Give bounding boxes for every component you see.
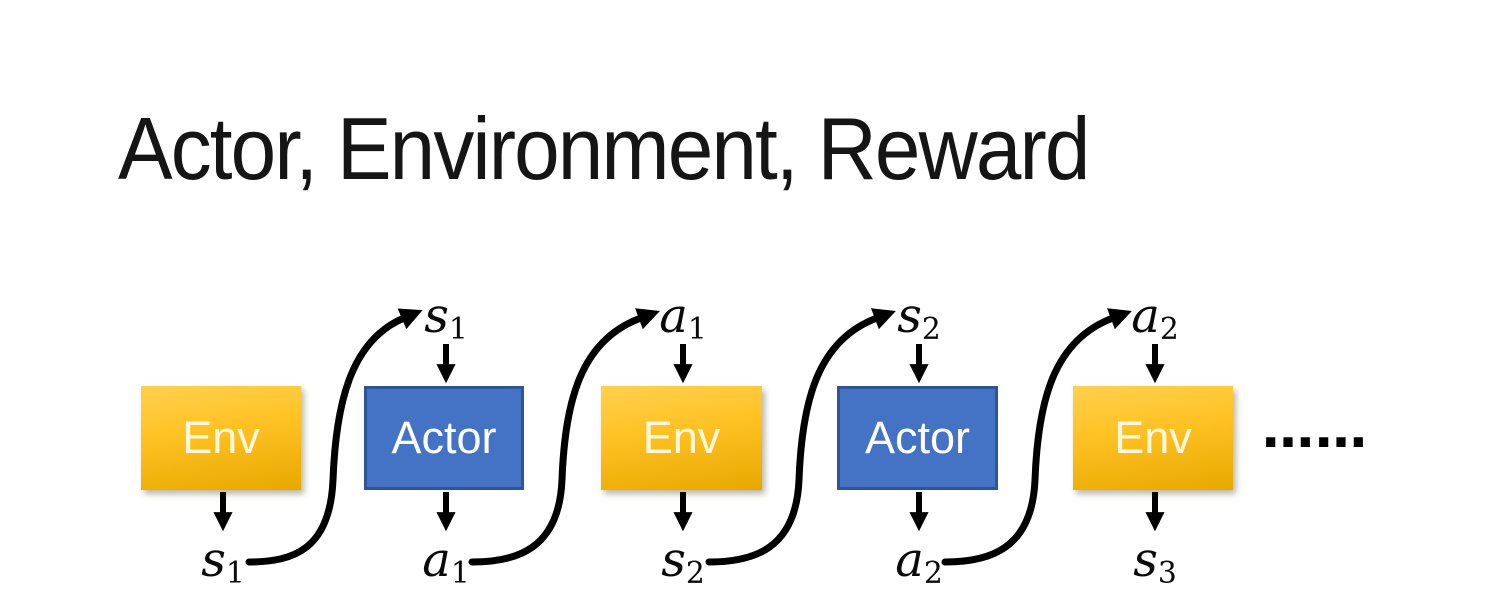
top-label-a2-base: a <box>1131 288 1160 344</box>
actor-box-1-label: Actor <box>391 412 497 463</box>
bottom-label-s3-base: s <box>1133 532 1158 588</box>
top-label-a1: a1 <box>659 292 707 345</box>
actor-box-1: Actor <box>364 386 524 490</box>
bottom-label-s2: s2 <box>661 536 705 589</box>
env-box-3-label: Env <box>1114 412 1192 463</box>
bottom-label-s1-base: s <box>201 532 226 588</box>
actor-box-2: Actor <box>837 386 998 490</box>
env-box-2: Env <box>601 386 762 490</box>
top-label-a2-sub: 2 <box>1159 312 1179 348</box>
bottom-label-a2-sub: 2 <box>923 556 943 592</box>
bottom-label-s2-sub: 2 <box>685 556 705 592</box>
bottom-label-s1: s1 <box>201 536 245 589</box>
top-label-s2: s2 <box>897 292 941 345</box>
top-label-s2-sub: 2 <box>921 312 941 348</box>
top-label-a2: a2 <box>1131 292 1179 345</box>
bottom-label-s3-sub: 3 <box>1157 556 1177 592</box>
top-label-s2-base: s <box>897 288 922 344</box>
slide-title: Actor, Environment, Reward <box>118 99 1090 198</box>
actor-box-2-label: Actor <box>864 412 971 463</box>
bottom-label-s2-base: s <box>661 532 686 588</box>
bottom-label-s3: s3 <box>1133 536 1177 589</box>
bottom-label-s1-sub: 1 <box>225 556 245 592</box>
bottom-label-a2-base: a <box>895 532 924 588</box>
top-label-s1-base: s <box>424 288 449 344</box>
env-box-1: Env <box>141 386 301 490</box>
bottom-label-a1-sub: 1 <box>450 556 470 592</box>
env-box-2-label: Env <box>642 412 721 463</box>
top-label-s1: s1 <box>424 292 468 345</box>
bottom-label-a1-base: a <box>422 532 451 588</box>
bottom-label-a1: a1 <box>422 536 470 589</box>
bottom-label-a2: a2 <box>895 536 943 589</box>
env-box-3: Env <box>1073 386 1233 490</box>
top-label-a1-sub: 1 <box>687 312 707 348</box>
continuation-ellipsis: …… <box>1262 400 1368 460</box>
env-box-1-label: Env <box>182 412 260 463</box>
top-label-a1-base: a <box>659 288 688 344</box>
top-label-s1-sub: 1 <box>448 312 468 348</box>
